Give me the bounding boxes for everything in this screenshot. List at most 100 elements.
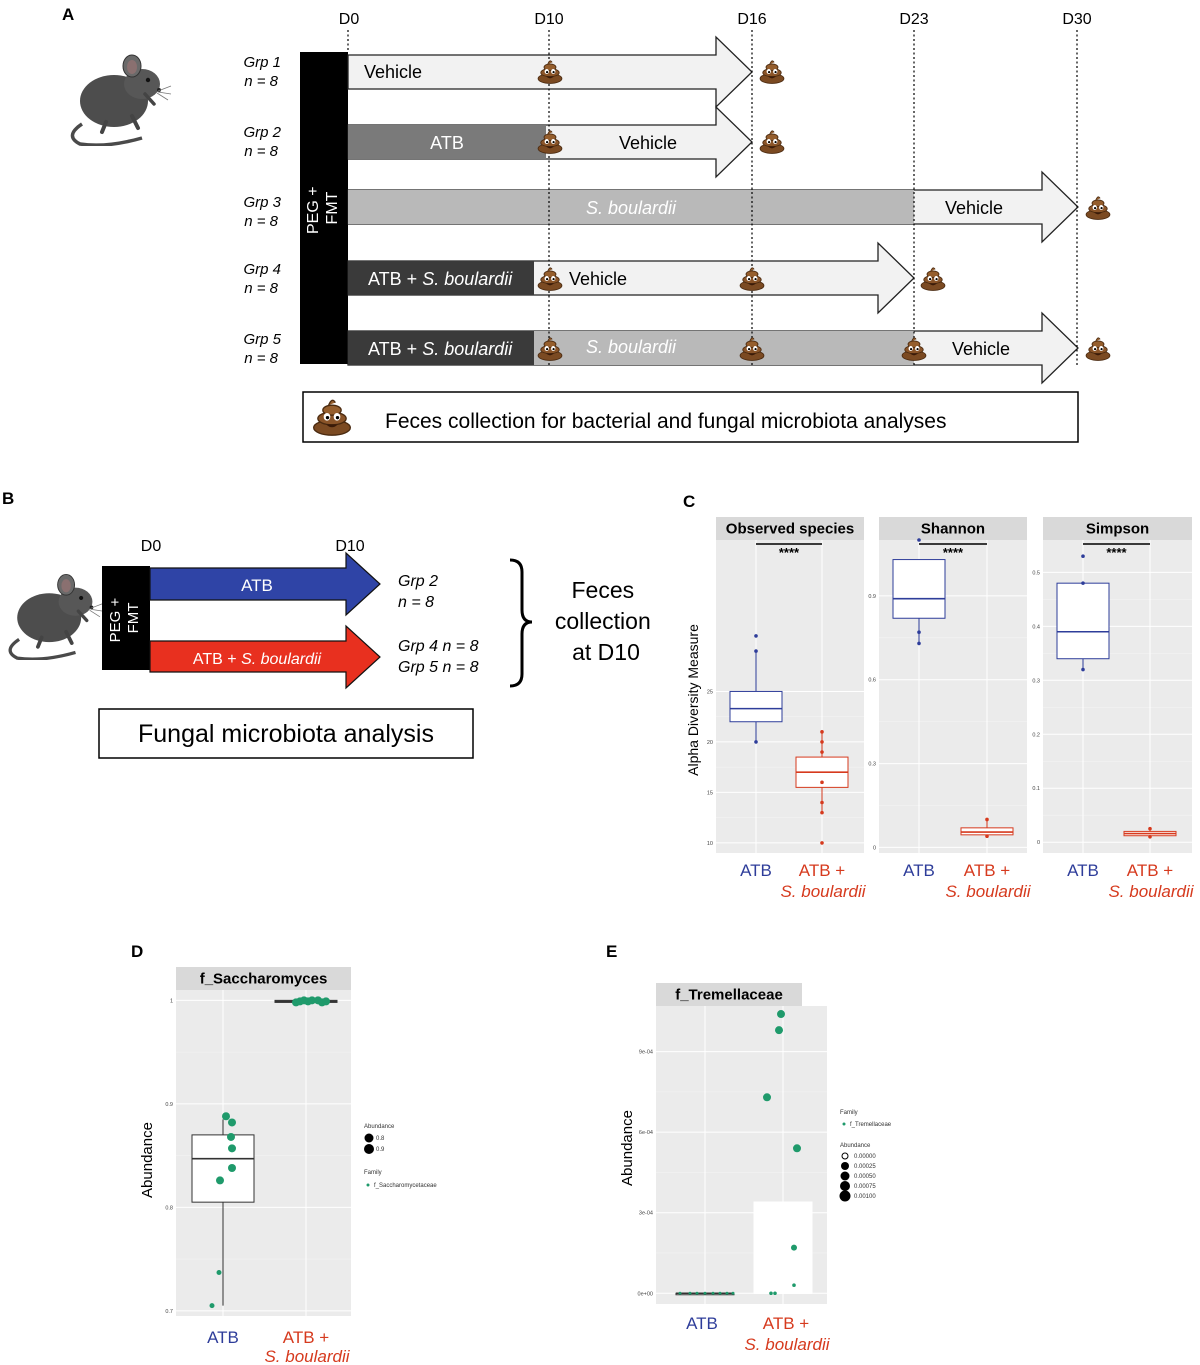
group-4-label: Grp 4	[243, 261, 281, 278]
y-tick-label: 9e-04	[639, 1050, 653, 1056]
data-point	[725, 1291, 729, 1295]
y-tick-label: 0.1	[1032, 786, 1040, 792]
box-atb-sb	[960, 817, 1014, 839]
c3-xlabel-atb: ATB	[1067, 861, 1099, 880]
grp5-atb-sb-segment	[348, 331, 534, 365]
c2-xlabel-atb: ATB	[903, 861, 935, 880]
day-label-d0: D0	[141, 538, 162, 555]
atb-sb-arrow-label-italic: S. boulardii	[241, 651, 321, 668]
data-point	[228, 1144, 236, 1153]
box-atb	[675, 1291, 735, 1296]
data-point	[917, 641, 921, 646]
data-point	[917, 630, 921, 635]
significance-stars: ****	[779, 545, 800, 560]
e-legend-abundance-4: 0.00100	[854, 1194, 876, 1200]
data-point	[754, 740, 758, 744]
grp5-label-sb-italic: S. boulardii	[422, 339, 513, 359]
y-tick-label: 0e+00	[638, 1291, 653, 1297]
data-point	[300, 996, 308, 1005]
data-point	[792, 1283, 796, 1288]
data-point	[308, 996, 316, 1005]
panel-d-legend: Abundance 0.8 0.9 Family f_Saccharomycet…	[364, 1124, 437, 1189]
grp5-label-atb-sb: ATB + S. boulardii	[368, 339, 513, 359]
curly-brace	[509, 558, 533, 688]
y-tick-label: 25	[707, 689, 713, 695]
grp5-label-vehicle: Vehicle	[952, 339, 1010, 359]
box-atb-sb	[1123, 826, 1177, 839]
alpha-diversity-facets: Observed species10152025****Shannon00.30…	[707, 517, 1192, 853]
y-tick-label: 0.3	[868, 762, 876, 768]
grp5-label-atb-plus: ATB +	[368, 339, 422, 359]
e-xlabel-atb: ATB	[686, 1314, 718, 1333]
atb-arrow-label: ATB	[241, 576, 273, 595]
box-iqr	[892, 559, 946, 619]
data-point	[222, 1112, 230, 1121]
data-point	[227, 1132, 235, 1141]
e-legend-dot-2	[840, 1171, 850, 1181]
data-point	[791, 1244, 797, 1251]
panel-b-letter: B	[2, 489, 14, 508]
data-point	[793, 1144, 801, 1153]
data-point	[985, 834, 989, 839]
grp4-label-vehicle: Vehicle	[569, 269, 627, 289]
e-legend-family-title: Family	[840, 1110, 858, 1116]
facet-title: f_Tremellaceae	[675, 987, 783, 1004]
y-tick-label: 0.5	[1032, 570, 1040, 576]
data-point	[820, 740, 824, 744]
box-iqr	[191, 1134, 255, 1203]
d-legend-abundance-title: Abundance	[364, 1124, 395, 1130]
box-atb-sb	[753, 1010, 813, 1296]
box-atb-sb	[274, 996, 338, 1007]
e-legend-abundance-title: Abundance	[840, 1143, 871, 1149]
grp2-n: n = 8	[398, 594, 434, 611]
e-legend-abundance-2: 0.00050	[854, 1174, 876, 1180]
grp2-label-vehicle: Vehicle	[619, 133, 677, 153]
panel-d-xlabels: ATB ATB + S. boulardii	[207, 1328, 351, 1365]
data-point	[773, 1291, 777, 1296]
atb-sb-arrow	[149, 624, 381, 690]
panel-d-letter: D	[131, 942, 143, 961]
data-point	[216, 1176, 224, 1185]
d-xlabel-sb2: S. boulardii	[264, 1347, 350, 1365]
data-point	[769, 1291, 773, 1296]
y-tick-label: 0.4	[1032, 624, 1040, 630]
e-legend-abundance-1: 0.00025	[854, 1164, 876, 1170]
poop-icon	[759, 60, 785, 84]
feces-line2: collection	[555, 608, 651, 634]
box-atb	[892, 538, 946, 646]
data-point	[820, 810, 824, 815]
panel-a: A D0 D10 D16 D23 D30 Grp 1 n = 8 Grp 2 n…	[62, 5, 1111, 443]
e-legend-abundance-0: 0.00000	[854, 1154, 876, 1160]
data-point	[917, 538, 921, 542]
atb-sb-arrow-label-prefix: ATB +	[193, 651, 241, 668]
box-iqr	[1056, 582, 1110, 660]
data-point	[216, 1270, 222, 1276]
grp4-label-atb-sb: ATB + S. boulardii	[368, 269, 513, 289]
e-xlabel-sb1: ATB +	[763, 1314, 810, 1333]
peg-fmt-label-line1: PEG +	[107, 598, 124, 643]
y-tick-label: 0	[873, 845, 876, 851]
y-tick-label: 0.2	[1032, 732, 1040, 738]
data-point	[775, 1026, 783, 1035]
group-2-label: Grp 2	[243, 124, 281, 141]
d-legend-abundance-1: 0.9	[376, 1147, 385, 1153]
data-point	[820, 841, 824, 845]
e-legend-family-item: f_Tremellaceae	[850, 1122, 892, 1128]
c2-xlabel-sb2: S. boulardii	[945, 882, 1031, 901]
d-xlabel-sb1: ATB +	[283, 1328, 330, 1347]
atb-sb-arrow-label: ATB + S. boulardii	[193, 651, 322, 668]
peg-fmt-label-line2: FMT	[324, 191, 341, 224]
c3-xlabel-sb2: S. boulardii	[1108, 882, 1194, 901]
c2-xlabel-sb1: ATB +	[964, 861, 1011, 880]
data-point	[688, 1291, 692, 1295]
day-label-d23: D23	[899, 11, 928, 28]
y-tick-label: 0.9	[868, 594, 876, 600]
panel-b-groups: Grp 2 n = 8 Grp 4 n = 8 Grp 5 n = 8	[398, 573, 479, 676]
panel-b: B D0 D10 PEG + FMT ATB ATB + S. boulardi…	[2, 489, 651, 759]
data-point	[754, 649, 758, 653]
data-point	[1148, 826, 1152, 831]
e-legend-dot-4	[839, 1190, 851, 1202]
grp3-label-sb: S. boulardii	[586, 198, 677, 218]
y-tick-label: 6e-04	[639, 1130, 653, 1136]
